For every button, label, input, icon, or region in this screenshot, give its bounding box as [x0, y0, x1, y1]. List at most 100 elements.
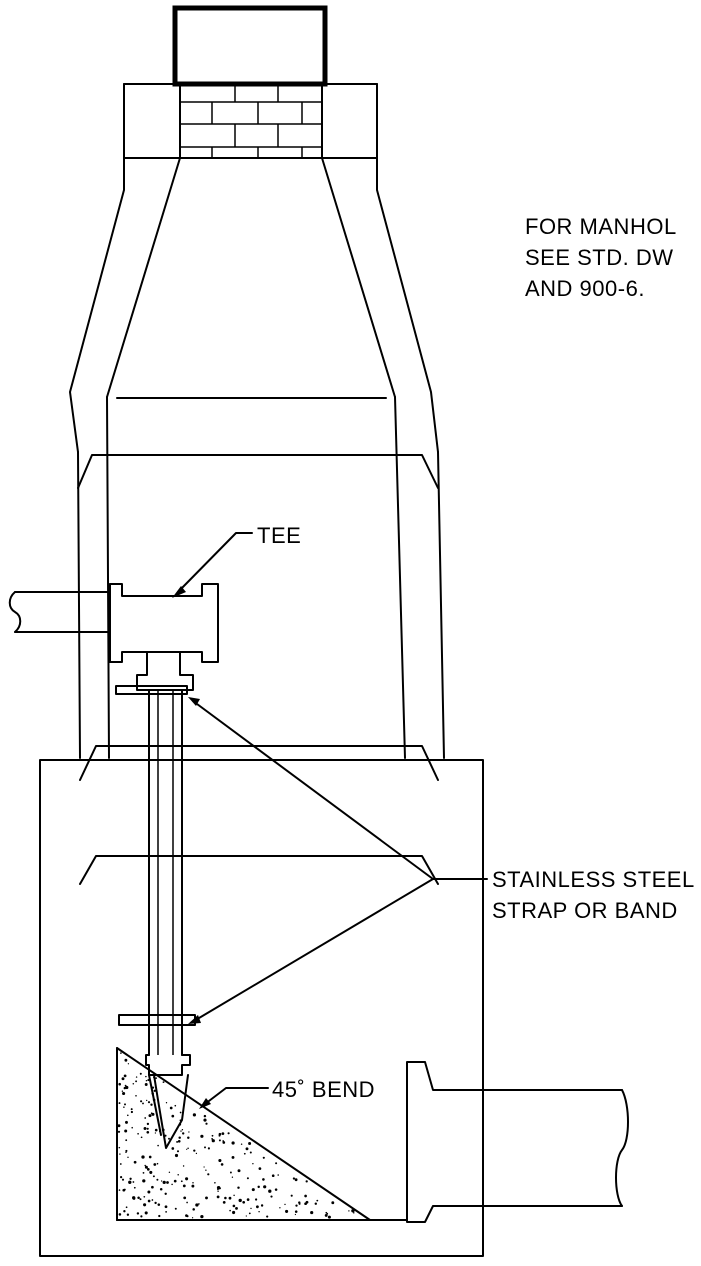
note-line-2: SEE STD. DW: [525, 245, 674, 270]
speckle-dot: [168, 1171, 171, 1174]
speckle-dot: [132, 1196, 136, 1200]
speckle-dot: [151, 1199, 154, 1201]
strap-label-line-1: STAINLESS STEEL: [492, 867, 695, 892]
speckle-dot: [205, 1122, 208, 1125]
speckle-dot: [166, 1181, 169, 1184]
outlet-pipe: [406, 1061, 629, 1223]
speckle-dot: [171, 1114, 175, 1118]
speckle-dot: [174, 1104, 177, 1107]
speckle-dot: [248, 1212, 251, 1215]
speckle-dot: [158, 1214, 161, 1218]
speckle-dot: [117, 1124, 121, 1128]
speckle-dot: [198, 1203, 200, 1205]
speckle-dot: [145, 1075, 147, 1078]
speckle-dot: [305, 1180, 308, 1183]
speckle-dot: [142, 1179, 146, 1183]
speckle-dot: [140, 1100, 143, 1103]
speckle-dot: [131, 1126, 133, 1129]
speckle-dot: [126, 1213, 130, 1216]
speckle-dot: [232, 1204, 236, 1208]
speckle-dot: [258, 1210, 260, 1213]
bend-label: 45˚ BEND: [272, 1077, 375, 1102]
speckle-dot: [164, 1205, 168, 1209]
speckle-dot: [124, 1129, 128, 1133]
speckle-dot: [227, 1132, 230, 1135]
speckle-dot: [154, 1128, 158, 1132]
speckle-dot: [294, 1213, 297, 1216]
speckle-dot: [143, 1127, 147, 1130]
speckle-dot: [187, 1147, 189, 1150]
speckle-dot: [200, 1214, 204, 1219]
speckle-dot: [178, 1136, 181, 1139]
speckle-dot: [135, 1095, 137, 1097]
speckle-dot: [325, 1211, 328, 1214]
speckle-dot: [327, 1215, 331, 1219]
speckle-dot: [120, 1176, 123, 1179]
speckle-dot: [216, 1195, 220, 1199]
speckle-dot: [156, 1178, 159, 1181]
speckle-dot: [270, 1195, 273, 1198]
speckle-dot: [155, 1077, 158, 1079]
speckle-dot: [255, 1205, 259, 1209]
speckle-dot: [147, 1190, 151, 1194]
speckle-dot: [127, 1063, 130, 1065]
speckle-dot: [177, 1139, 181, 1143]
speckle-dot: [200, 1134, 204, 1138]
speckle-dot: [125, 1085, 129, 1090]
speckle-dot: [150, 1112, 153, 1115]
speckle-dot: [152, 1175, 155, 1178]
speckle-dot: [176, 1140, 179, 1143]
speckle-dot: [133, 1160, 137, 1164]
speckle-dot: [348, 1210, 350, 1212]
speckle-dot: [191, 1184, 195, 1188]
speckle-dot: [135, 1080, 138, 1083]
speckle-dot: [204, 1146, 206, 1149]
speckle-dot: [169, 1106, 173, 1110]
speckle-dot: [144, 1083, 148, 1086]
speckle-dot: [182, 1184, 186, 1188]
leader-lines: [172, 532, 488, 1109]
speckle-dot: [157, 1144, 159, 1147]
speckle-dot: [157, 1203, 161, 1206]
speckle-dot: [218, 1132, 222, 1136]
speckle-dot: [216, 1186, 221, 1190]
tee-fitting: [109, 583, 219, 691]
speckle-dot: [292, 1177, 296, 1180]
note-line-3: AND 900-6.: [525, 276, 645, 301]
speckle-dot: [193, 1149, 196, 1152]
speckle-dot: [277, 1174, 279, 1176]
speckle-dot: [186, 1148, 188, 1150]
speckle-dot: [122, 1091, 126, 1096]
speckle-dot: [205, 1196, 208, 1200]
speckle-dot: [160, 1180, 163, 1182]
speckle-dot: [351, 1209, 355, 1213]
note-line-1: FOR MANHOL: [525, 214, 677, 239]
speckle-dot: [298, 1201, 301, 1204]
speckle-dot: [246, 1198, 250, 1201]
speckle-dot: [119, 1163, 122, 1165]
speckle-dot: [145, 1080, 148, 1082]
speckle-dot: [233, 1194, 235, 1197]
speckle-dot: [229, 1209, 231, 1212]
speckle-dot: [162, 1180, 166, 1185]
speckle-dot: [222, 1140, 225, 1142]
speckle-dot: [128, 1180, 132, 1184]
speckle-dot: [279, 1207, 281, 1209]
speckle-dot: [232, 1210, 236, 1215]
speckle-dot: [143, 1203, 147, 1207]
speckle-dot: [217, 1190, 219, 1193]
manhole-barrel: [77, 396, 445, 759]
speckle-dot: [144, 1211, 148, 1215]
speckle-dot: [245, 1147, 249, 1151]
speckle-dot: [243, 1152, 246, 1155]
inlet-pipe: [8, 591, 111, 633]
speckle-dot: [290, 1194, 293, 1197]
speckle-dot: [140, 1136, 143, 1139]
manhole-frame: [123, 5, 378, 87]
speckle-dot: [231, 1155, 235, 1159]
speckle-dot: [183, 1196, 187, 1200]
speckle-dot: [205, 1169, 207, 1171]
speckle-dot: [146, 1099, 148, 1102]
speckle-dot: [173, 1179, 177, 1183]
